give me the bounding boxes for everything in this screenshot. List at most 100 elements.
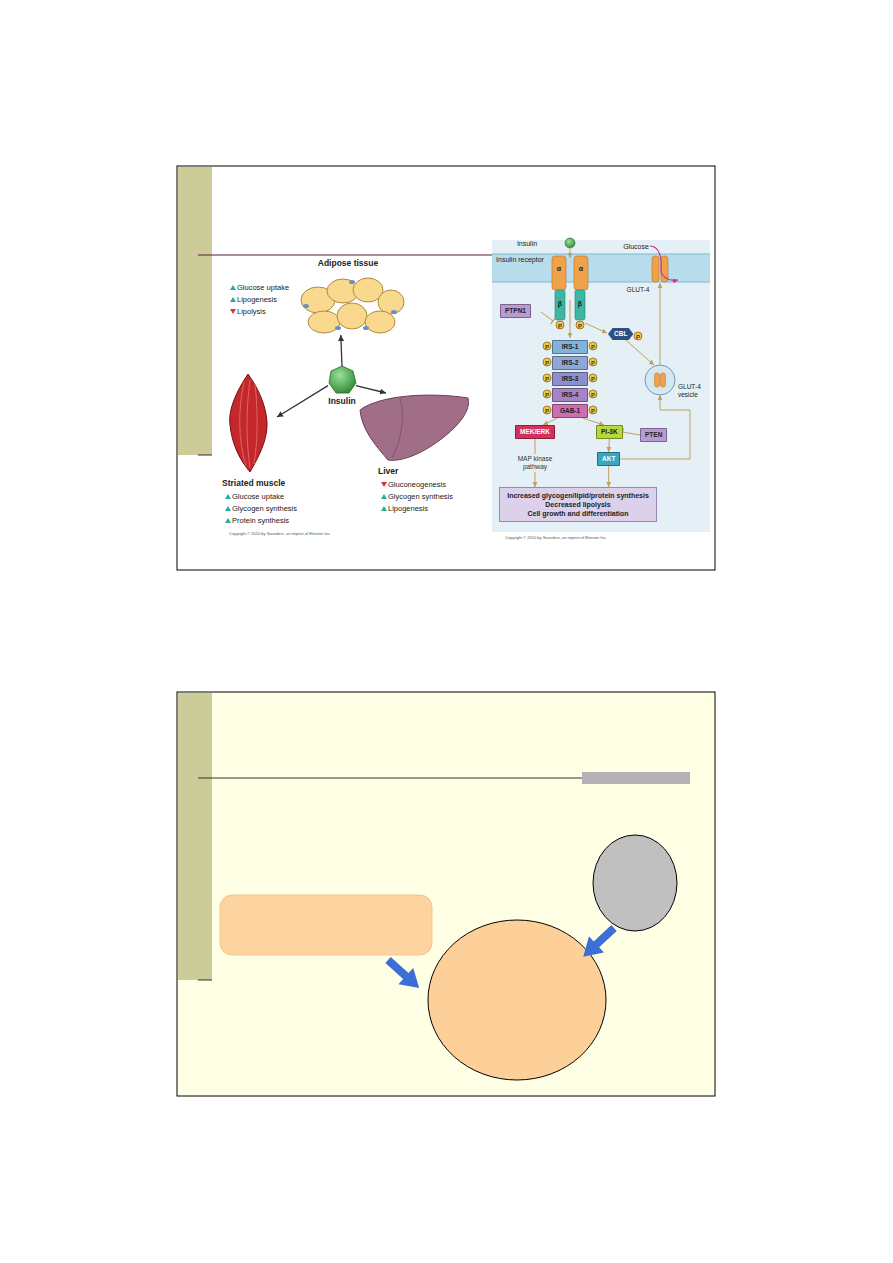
signaling-panel [555, 290, 565, 320]
transporter-node: GLUT-4 [650, 255, 670, 283]
connector-arrow [608, 439, 610, 452]
liver [360, 395, 468, 460]
protein-box: AKT [597, 452, 620, 466]
connector-arrow [620, 395, 690, 459]
node-text: GAB-1 [557, 407, 583, 415]
signaling-panel [585, 323, 607, 333]
node-text: PTPN1 [505, 307, 526, 315]
striated-muscle [240, 382, 246, 466]
signaling-panel [645, 365, 675, 395]
label-text: β [578, 300, 582, 307]
protein-box: GAB-1 [552, 404, 588, 418]
phospho-marker: P [589, 358, 598, 367]
node-text: Glycogen synthesis [388, 492, 453, 501]
tissue-group: Striated muscleGlucose uptakeGlycogen sy… [222, 372, 277, 472]
phospho-marker: P [589, 374, 598, 383]
connector-arrow [626, 340, 654, 365]
slide-one [177, 166, 715, 570]
protein-box: IRS-2 [552, 356, 588, 370]
slide-two [178, 693, 212, 980]
connector-arrow [608, 466, 609, 487]
node-text: Lipogenesis [237, 295, 277, 304]
slide-two [177, 692, 715, 1096]
striated-muscle [247, 380, 250, 468]
label-text: Copyright © 2010 by Saunders, an imprint… [505, 535, 607, 540]
insulin-molecule [329, 366, 356, 393]
protein-box: PI-3K [596, 425, 623, 439]
signaling-panel [565, 238, 575, 248]
phospho-marker: P [556, 321, 565, 330]
tissue-group: LiverGluconeogenesisGlycogen synthesisLi… [358, 393, 470, 463]
signaling-panel [575, 290, 585, 320]
striated-muscle [254, 384, 257, 464]
signaling-panel [574, 256, 588, 290]
adipose-cells [349, 280, 355, 284]
slide-one [178, 167, 212, 455]
slide-two [220, 895, 432, 955]
slide-two [593, 835, 677, 931]
phospho-marker: P [543, 342, 552, 351]
striated-muscle [230, 374, 267, 472]
node-text: Lipogenesis [388, 504, 428, 513]
protein-box: PTPN1 [500, 304, 531, 318]
signaling-panel [541, 312, 553, 321]
slide-one [198, 255, 492, 256]
adipose-cells [365, 311, 395, 333]
label-text: β [558, 300, 562, 307]
protein-box: IRS-3 [552, 372, 588, 386]
signaling-panel [570, 249, 571, 258]
signaling-panel [655, 373, 660, 387]
phospho-marker: P [589, 406, 598, 415]
node-text: IRS-1 [557, 343, 583, 351]
phospho-marker: P [543, 390, 552, 399]
node-text: Decreased lipolysis [507, 500, 649, 509]
slide-one [198, 455, 212, 456]
connector-arrow [356, 386, 386, 393]
signaling-panel [492, 254, 710, 255]
slide-one [177, 166, 715, 570]
node-text: IRS-2 [557, 359, 583, 367]
phospho-marker: P [543, 374, 552, 383]
label-text: α [557, 265, 561, 272]
node-text: GLUT-4 vesicle [678, 383, 710, 399]
node-text: MEK/ERK [520, 428, 550, 436]
node-text: IRS-4 [557, 391, 583, 399]
node-text: PI-3K [601, 428, 618, 436]
connectors [277, 283, 690, 487]
slide-two [576, 920, 622, 965]
node-text: Insulin [328, 396, 355, 406]
node-text: Striated muscle [222, 478, 285, 488]
node-text: Gluconeogenesis [388, 480, 446, 489]
outcome-box: Increased glycogen/lipid/protein synthes… [499, 487, 657, 522]
phospho-marker: P [634, 332, 643, 341]
signaling-panel [570, 300, 571, 338]
label-text: Insulin [517, 240, 537, 247]
phospho-marker: P [543, 358, 552, 367]
adipose-cells [391, 310, 397, 314]
phospho-marker: P [576, 321, 585, 330]
label-text: Insulin receptor [496, 256, 544, 263]
protein-box: PTEN [640, 428, 667, 442]
protein-box: IRS-4 [552, 388, 588, 402]
vesicle-node: GLUT-4 vesicle [645, 365, 675, 395]
slide-two [428, 920, 606, 1080]
slide-two [381, 952, 427, 996]
signaling-panel [492, 254, 710, 282]
node-text: Lipolysis [237, 307, 266, 316]
liver [392, 398, 402, 458]
slide-two [177, 692, 715, 1096]
signaling-panel [650, 246, 678, 280]
adipose-cells [337, 303, 367, 329]
node-text: CBL [614, 330, 627, 338]
tissue-group: Adipose tissueGlucose uptakeLipogenesisL… [296, 272, 408, 335]
insulin-molecule [329, 366, 356, 393]
protein-box: MEK/ERK [515, 425, 555, 439]
signaling-panel [492, 240, 710, 532]
node-text: Glucose uptake [232, 492, 284, 501]
adipose-cells [303, 304, 309, 308]
node-text: Liver [378, 466, 398, 476]
adipose-cells [301, 278, 404, 333]
